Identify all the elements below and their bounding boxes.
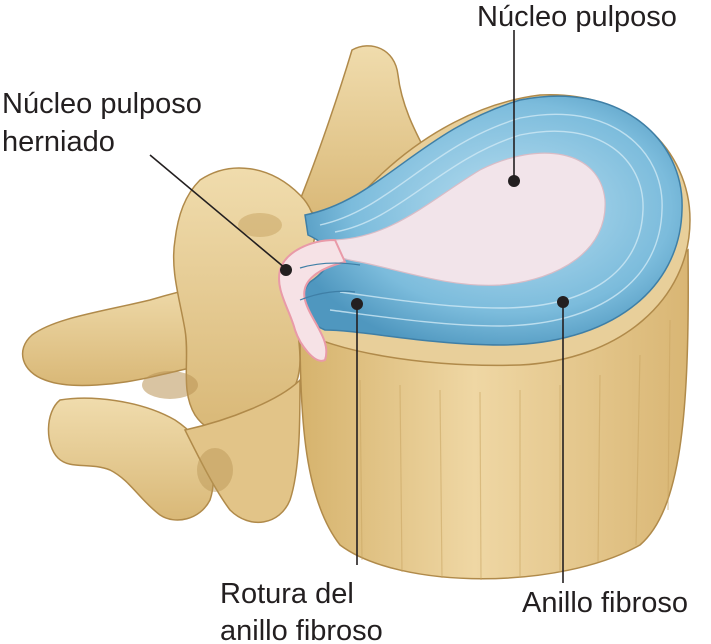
pedicle [183,378,301,524]
label-herniated-nucleus-line2: herniado [2,126,115,158]
dot-annulus-fibrosus [557,296,569,308]
label-annulus-fibrosus: Anillo fibroso [522,587,688,619]
nucleus-pulposus [326,152,606,286]
label-annulus-rupture-line1: Rotura del [220,578,354,610]
dot-nucleus-pulposus [508,175,520,187]
intervertebral-disc [278,94,691,367]
dot-annulus-rupture [351,298,363,310]
label-nucleus-pulposus: Núcleo pulposo [477,1,677,33]
bone-shadow [197,448,233,492]
dot-herniated-nucleus [280,264,292,276]
callouts [149,30,569,583]
inferior-process [47,397,214,521]
annulus-rupture [299,262,361,301]
bone-shadow [238,213,282,237]
label-annulus-rupture-line2: anillo fibroso [220,615,383,644]
bone-shadow [142,371,198,399]
bone-striations [359,319,671,581]
label-herniated-nucleus-line1: Núcleo pulposo [2,88,202,120]
annulus-lamellae [319,113,663,327]
leader-herniated-nucleus [149,154,286,269]
